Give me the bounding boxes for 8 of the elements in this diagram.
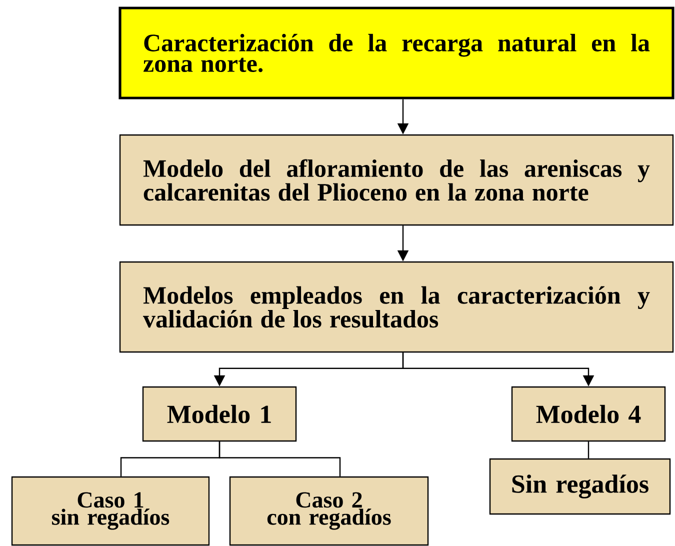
title-box: Caracterización de la recarga natural en la zona norte.	[118, 6, 674, 100]
process-box: Modelo 1	[142, 386, 297, 442]
process-box: Modelo del afloramiento de las areniscas y calcarenitas del Plioceno en la zona norte	[119, 134, 674, 226]
process-box: Modelo 4	[511, 386, 666, 442]
process-box: Caso 2 con regadíos	[229, 476, 429, 546]
process-box: Sin regadíos	[489, 458, 671, 515]
process-box: Caso 1 sin regadíos	[11, 476, 210, 546]
process-box: Modelos empleados en la caracterización y validación de los resultados	[119, 261, 674, 353]
